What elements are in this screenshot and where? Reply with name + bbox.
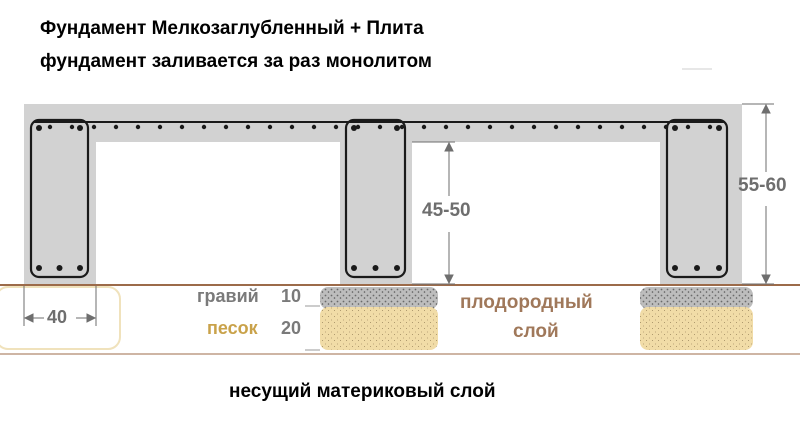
slab-rebar-dot bbox=[333, 124, 339, 130]
trench-outline-left bbox=[0, 286, 121, 350]
slab-rebar-dot bbox=[179, 124, 185, 130]
rebar-cage-middle bbox=[344, 118, 407, 279]
gravel-thickness: 10 bbox=[281, 286, 302, 306]
slab-rebar-dot bbox=[663, 124, 669, 130]
slab-rebar-dot bbox=[531, 124, 537, 130]
arrow-up-icon bbox=[761, 103, 771, 114]
total-height-dimension-label: 55-60 bbox=[738, 175, 787, 196]
arrow-down-icon bbox=[444, 274, 454, 285]
footing-rebar-dot bbox=[672, 265, 678, 271]
dimension-total-height bbox=[742, 103, 774, 285]
footing-middle bbox=[340, 104, 412, 284]
footing-rebar-dot bbox=[77, 265, 83, 271]
arrow-up-icon bbox=[444, 141, 454, 152]
arrow-left-icon bbox=[23, 313, 34, 323]
slab-rebar-dot bbox=[91, 124, 97, 130]
concrete-body bbox=[24, 104, 742, 284]
slab-rebar-dot bbox=[641, 124, 647, 130]
bedding-middle bbox=[320, 287, 438, 350]
arrow-right-icon bbox=[86, 313, 97, 323]
slab-rebar-dot bbox=[157, 124, 163, 130]
width-dimension-label: 40 bbox=[47, 307, 68, 327]
title-line-1: Фундамент Мелкозаглубленный + Плита bbox=[40, 18, 424, 39]
slab-rebar-dot bbox=[487, 124, 493, 130]
bedding-right bbox=[640, 287, 753, 350]
slab-rebar-dot bbox=[113, 124, 119, 130]
slab-rebar-dot bbox=[465, 124, 471, 130]
slab-rebar-dot bbox=[509, 124, 515, 130]
inner-height-dimension-label: 45-50 bbox=[422, 200, 471, 221]
bearing-layer-label: несущий материковый слой bbox=[229, 381, 496, 402]
gravel-layer-middle bbox=[320, 287, 438, 309]
footing-rebar-dot bbox=[36, 125, 42, 131]
gravel-layer-right bbox=[640, 287, 753, 309]
slab-rebar-dot bbox=[47, 124, 53, 130]
arrow-down-icon bbox=[761, 274, 771, 285]
sand-layer-middle bbox=[320, 307, 438, 350]
sand-thickness: 20 bbox=[281, 318, 302, 338]
slab-rebar-dot bbox=[289, 124, 295, 130]
slab-rebar-dot bbox=[245, 124, 251, 130]
footing-rebar-dot bbox=[351, 265, 357, 271]
footing-rebar-dot bbox=[694, 265, 700, 271]
footing-left bbox=[24, 104, 96, 284]
slab-rebar-dot bbox=[421, 124, 427, 130]
footing-rebar-dot bbox=[394, 125, 400, 131]
rebar-cage-left bbox=[29, 118, 90, 279]
footing-rebar-dot bbox=[77, 125, 83, 131]
slab-rebar-dot bbox=[223, 124, 229, 130]
rebar-cages bbox=[29, 118, 729, 279]
fertile-layer-label-line-1: плодородный bbox=[460, 292, 593, 313]
slab-rebar-dot bbox=[201, 124, 207, 130]
slab-rebar-dot bbox=[443, 124, 449, 130]
slab-rebar-dot bbox=[619, 124, 625, 130]
sand-label: песок bbox=[207, 318, 258, 338]
slab-rebar-dot bbox=[135, 124, 141, 130]
slab-rebar-dot bbox=[377, 124, 383, 130]
footing-rebar-dot bbox=[716, 125, 722, 131]
footing-rebar-dot bbox=[351, 125, 357, 131]
footing-rebar-dot bbox=[394, 265, 400, 271]
slab-rebar-dot bbox=[399, 124, 405, 130]
gravel-label: гравий bbox=[197, 286, 259, 306]
footing-rebar-dot bbox=[716, 265, 722, 271]
footing-rebar-dot bbox=[36, 265, 42, 271]
slab-rebar-dot bbox=[707, 124, 713, 130]
sand-layer-right bbox=[640, 307, 753, 350]
slab-rebar-dot bbox=[685, 124, 691, 130]
rebar-dots bbox=[36, 124, 722, 271]
slab-rebar-dot bbox=[553, 124, 559, 130]
fertile-layer-label-line-2: слой bbox=[513, 321, 559, 342]
slab-rebar-dot bbox=[311, 124, 317, 130]
footing-rebar-dot bbox=[56, 265, 63, 271]
title-line-2: фундамент заливается за раз монолитом bbox=[40, 51, 432, 72]
slab-rebar-dot bbox=[267, 124, 273, 130]
dimension-width bbox=[23, 286, 97, 326]
footing-rebar-dot bbox=[672, 125, 678, 131]
slab-rebar-dot bbox=[575, 124, 581, 130]
dimension-inner-height bbox=[412, 141, 455, 285]
rebar-cage-right bbox=[665, 118, 729, 279]
footing-rebar-dot bbox=[372, 265, 379, 271]
footing-right bbox=[660, 104, 742, 284]
slab-rebar-dot bbox=[69, 124, 75, 130]
slab-rebar-dot bbox=[597, 124, 603, 130]
